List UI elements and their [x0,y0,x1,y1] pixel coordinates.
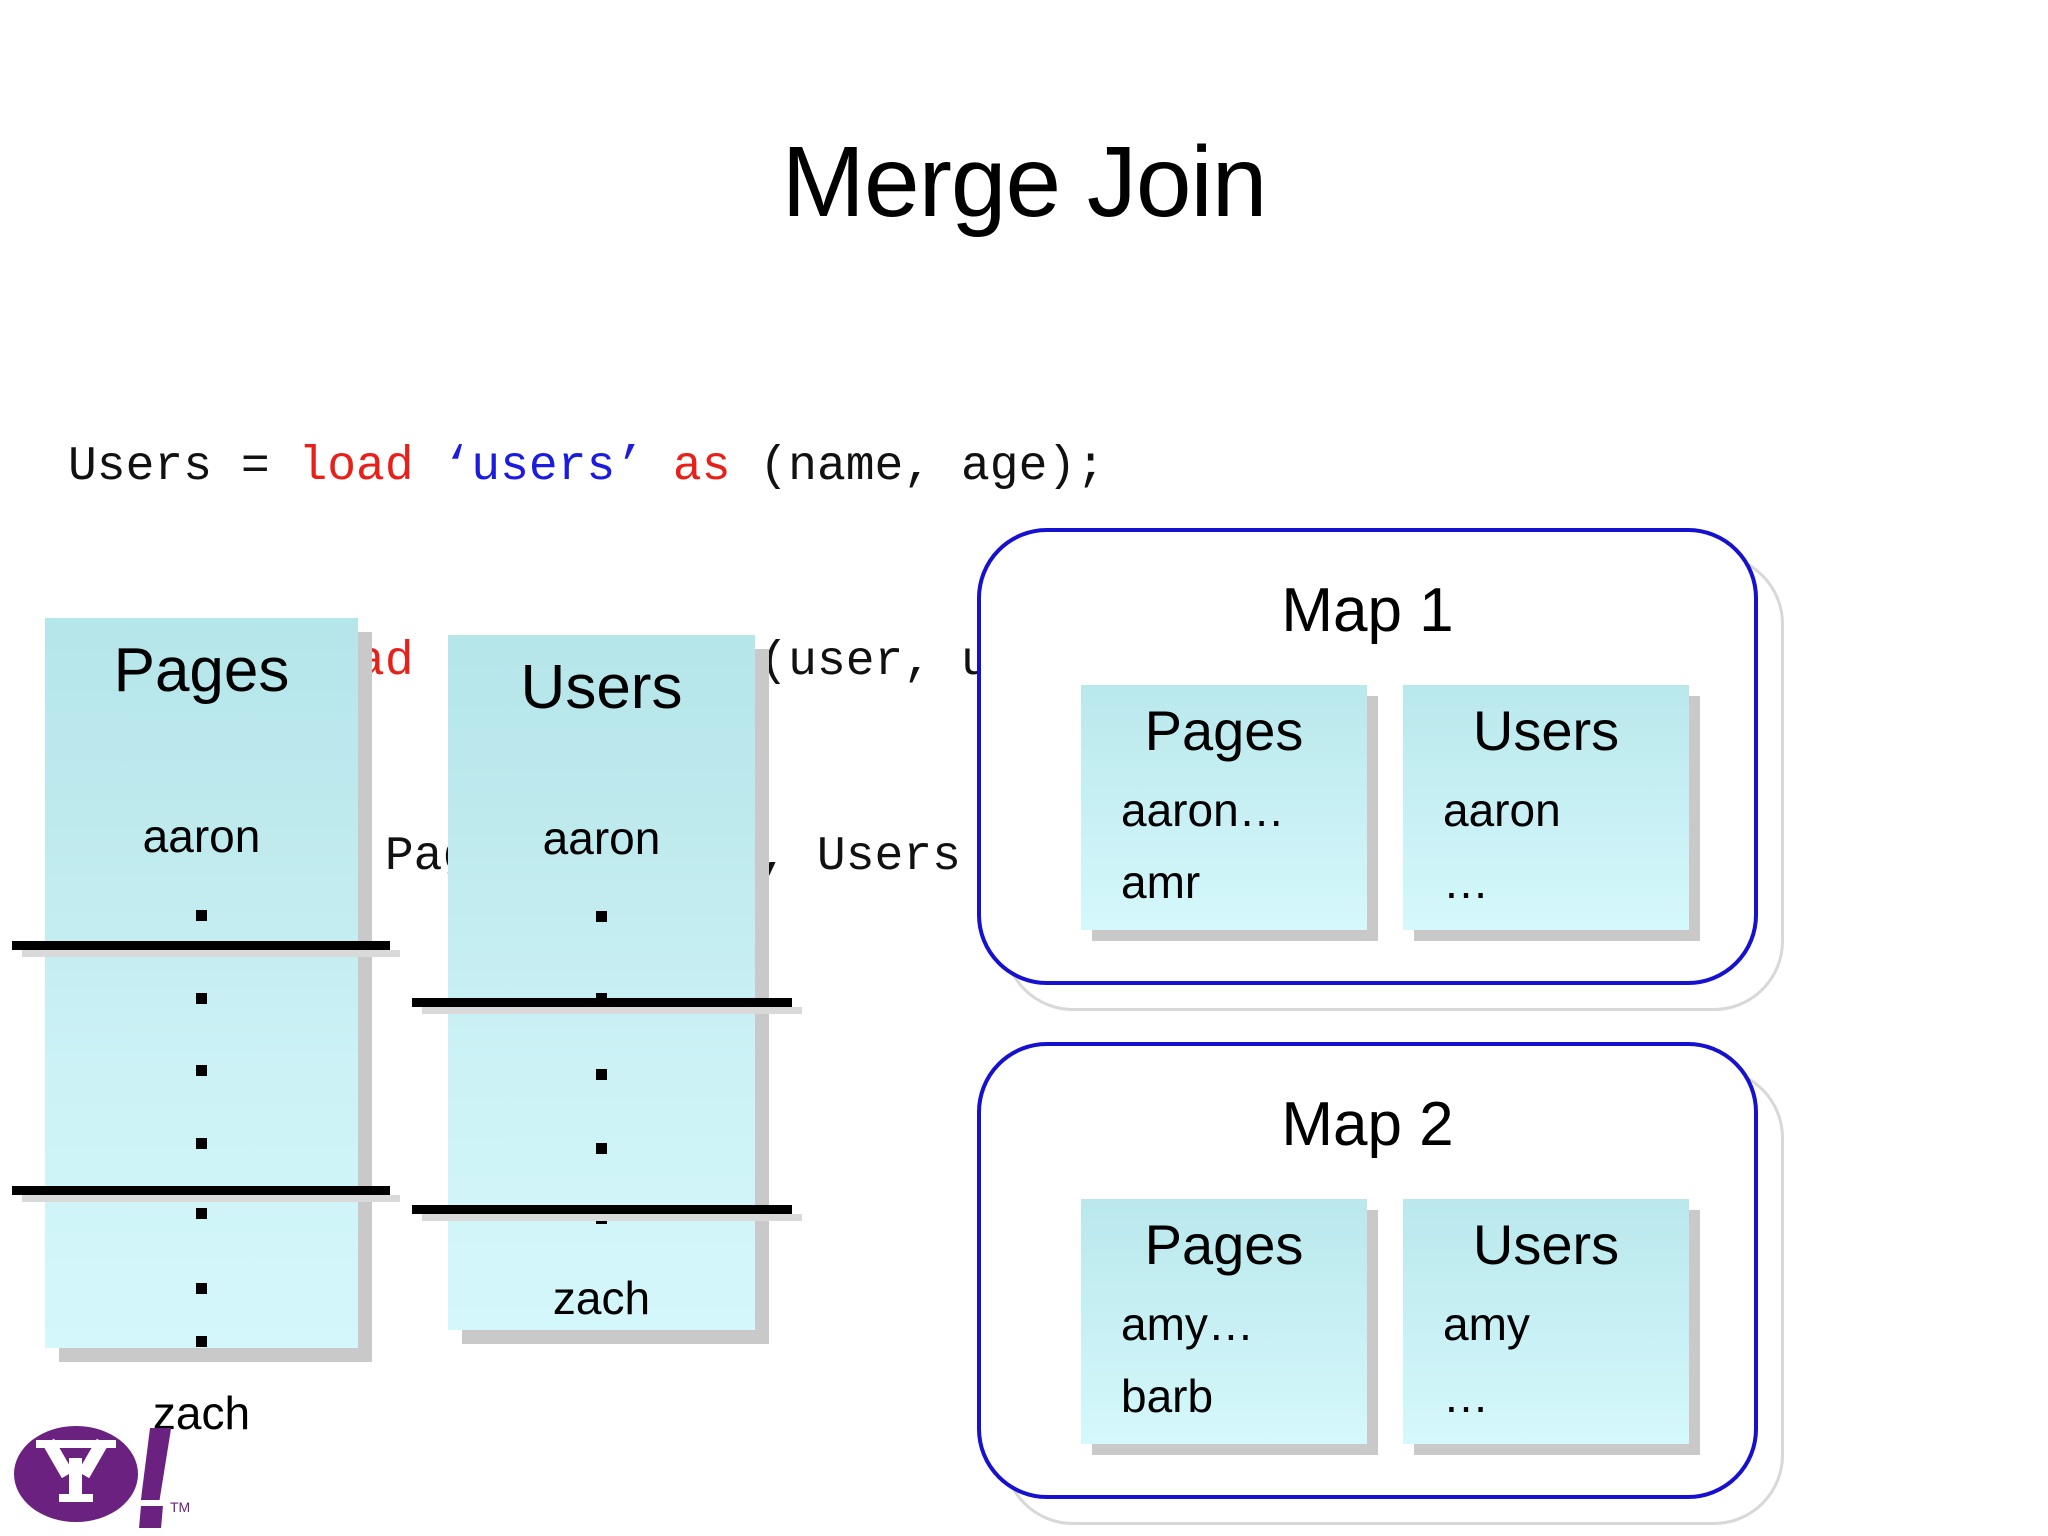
code-token [414,440,443,494]
ellipsis-dot [196,910,207,921]
users-split-divider-1 [412,998,802,1014]
map-1-users-line-1: aaron [1443,784,1561,836]
map-1-pages-line-1: aaron… [1121,784,1285,836]
pages-split-divider-2 [12,1186,400,1202]
card-face [45,618,358,1348]
ellipsis-dot [596,1069,607,1080]
ellipsis-dot [596,1143,607,1154]
pages-column-title: Pages [113,636,290,705]
code-token: as [672,440,731,494]
code-token [414,635,443,689]
ellipsis-dot [196,1336,207,1347]
map-2-users-line-2: … [1443,1370,1489,1422]
ellipsis-dot [196,1208,207,1219]
map-1-users-card: Users aaron … [1403,685,1700,941]
card-face [1081,1199,1367,1444]
ellipsis-dot [196,1283,207,1294]
map-1-users-line-2: … [1443,856,1489,908]
map-2-pages-title: Pages [1144,1213,1304,1276]
map-1-users-title: Users [1472,699,1620,762]
users-relation-card: Users aaron zach [448,635,769,1344]
logo-exclamation-bar [141,1428,171,1500]
code-token [644,440,673,494]
map-2-users-card: Users amy … [1403,1199,1700,1455]
map-1-pages-card: Pages aaron… amr [1081,685,1378,941]
pages-split-divider-1 [12,941,400,957]
card-content: Pages aaron [45,618,358,1348]
map-2-pages-card: Pages amy… barb [1081,1199,1378,1455]
map-2-group: Map 2 Pages amy… barb Users amy … [977,1042,1784,1525]
map-1-group: Map 1 Pages aaron… amr Users aaron … [977,528,1784,1011]
code-token: ‘users’ [442,440,645,494]
logo-y-bottombar [59,1494,93,1502]
map-2-title: Map 2 [1281,1090,1454,1159]
pages-first-entry: aaron [142,810,261,862]
card-face [1403,685,1689,930]
map-2-pages-line-1: amy… [1121,1298,1254,1350]
ellipsis-dot [196,993,207,1004]
map-2-users-line-1: amy [1443,1298,1530,1350]
logo-exclamation-dot [139,1506,163,1528]
users-last-entry: zach [552,1272,651,1324]
logo-trademark: TM [170,1499,191,1515]
ellipsis-dot [596,911,607,922]
card-face [1081,685,1367,930]
logo-y-topbar [36,1440,116,1448]
yahoo-logo: TM [14,1418,214,1530]
code-token: load [298,440,414,494]
code-token: (name, age); [730,440,1105,494]
logo-y-stem [69,1458,82,1500]
card-content: Users aaron zach [448,635,755,1330]
map-2-pages-line-2: barb [1121,1370,1214,1422]
code-token: Users = [68,440,299,494]
pages-relation-card: Pages aaron [45,618,372,1362]
users-first-entry: aaron [542,812,661,864]
map-1-pages-title: Pages [1144,699,1304,762]
ellipsis-dot [196,1065,207,1076]
users-column-title: Users [520,653,683,722]
code-line-1: Users = load ‘users’ as (name, age); [68,435,1624,500]
map-1-pages-line-2: amr [1121,856,1201,908]
users-split-divider-2 [412,1205,802,1221]
map-2-users-title: Users [1472,1213,1620,1276]
ellipsis-dot [196,1138,207,1149]
page-title: Merge Join [781,126,1268,238]
card-face [1403,1199,1689,1444]
map-1-title: Map 1 [1281,576,1454,645]
